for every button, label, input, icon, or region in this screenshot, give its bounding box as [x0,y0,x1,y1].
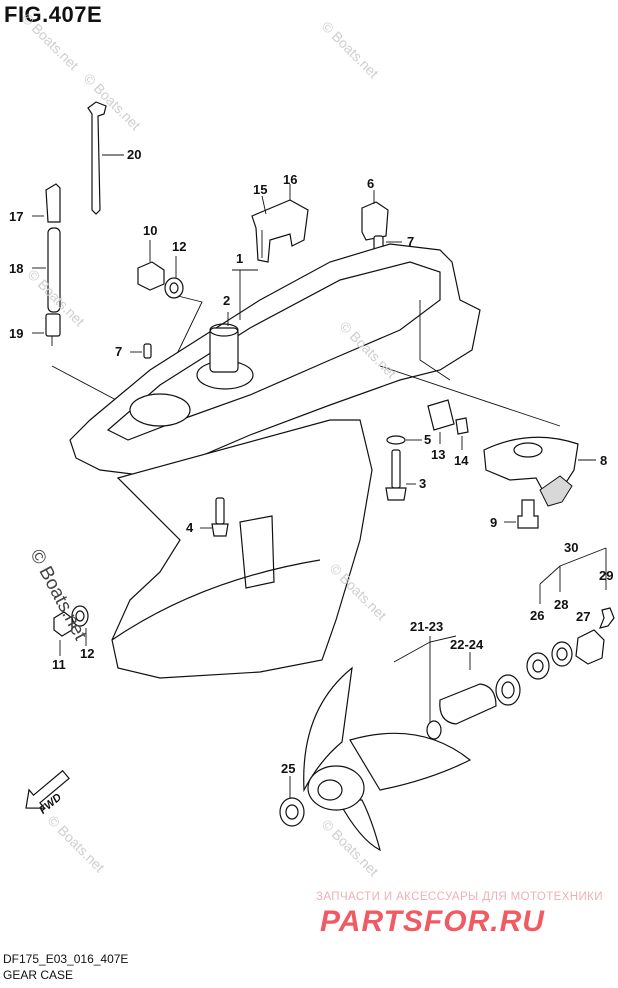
callout-18: 18 [9,261,24,276]
callout-27: 27 [576,609,591,624]
part-bolt-9 [504,499,539,529]
figure-code: DF175_E03_016_407E [3,952,129,966]
callout-11: 11 [52,657,66,672]
callout-7: 7 [115,344,123,359]
figure-caption: GEAR CASE [3,968,74,982]
callout-7: 7 [407,234,415,249]
callout-22-24: 22-24 [450,637,484,652]
callout-15: 15 [253,182,268,197]
part-bolt-4 [200,497,229,537]
callout-25: 25 [281,761,296,776]
callout-5: 5 [424,432,432,447]
part-trim-tab [483,436,596,507]
part-cable-tie [87,101,124,215]
callout-17: 17 [9,209,24,224]
callout-1: 1 [236,251,244,266]
callout-19: 19 [9,326,24,341]
callout-4: 4 [186,520,194,535]
callout-28: 28 [554,597,569,612]
callout-26: 26 [530,608,545,623]
callout-2: 2 [223,293,231,308]
callout-8: 8 [600,453,608,468]
fwd-arrow-icon [25,769,70,809]
promo-logo: PARTSFOR.RU [320,905,545,938]
part-propeller [279,666,472,852]
part-plug-and-gasket [137,240,203,357]
callout-13: 13 [431,447,446,462]
part-anode-clip [251,184,309,263]
callout-16: 16 [283,172,298,187]
figure-title: FIG.407E [4,2,103,27]
callout-12: 12 [80,646,95,661]
part-bolt-and-washer-set [385,399,469,501]
callout-20: 20 [127,147,142,162]
callout-6: 6 [367,176,375,191]
callout-30: 30 [564,540,579,555]
callout-10: 10 [143,223,158,238]
callout-14: 14 [454,453,469,468]
callout-9: 9 [490,515,498,530]
part-water-tube-assembly [32,183,136,411]
callout-21-23: 21-23 [410,619,444,634]
part-drain-plug-set [53,605,89,656]
callout-29: 29 [599,568,614,583]
callout-12: 12 [172,239,187,254]
part-gear-case-housing [69,243,561,679]
part-dowel-pin [143,343,152,359]
part-thrust-hub [393,635,521,760]
part-propeller-nut-set [526,547,615,680]
promo-line: ЗАПЧАСТИ И АКСЕССУАРЫ ДЛЯ МОТОТЕХНИКИ [316,891,603,903]
callout-3: 3 [419,476,427,491]
